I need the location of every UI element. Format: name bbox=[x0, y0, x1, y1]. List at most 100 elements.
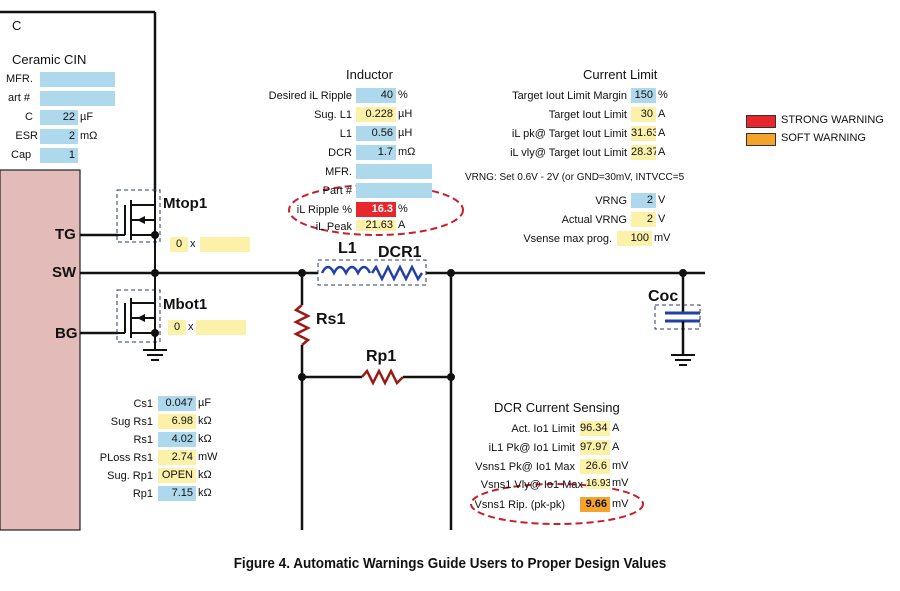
actual-vrng-value: 2 bbox=[631, 212, 656, 227]
inductor-value-dcr[interactable]: 1.7 bbox=[356, 145, 396, 160]
vrng-value[interactable]: 2 bbox=[631, 193, 656, 208]
inductor-label-il-ripple: iL Ripple % bbox=[296, 204, 352, 216]
cl-unit-ilpk: A bbox=[658, 127, 666, 139]
rs-unit-rs1: kΩ bbox=[198, 433, 212, 445]
strong-warning-highlight bbox=[288, 184, 464, 236]
strong-warning-label: STRONG WARNING bbox=[781, 114, 884, 126]
current-limit-title: Current Limit bbox=[583, 67, 658, 82]
soft-warning-swatch bbox=[746, 133, 776, 146]
mtop-count[interactable]: 0 bbox=[170, 237, 188, 252]
inductor-unit-il-ripple: % bbox=[398, 203, 408, 215]
inductor-label-part: Part # bbox=[322, 185, 352, 197]
dcr-label-il1-pk: iL1 Pk@ Io1 Limit bbox=[488, 442, 575, 454]
rs-label-cs1: Cs1 bbox=[133, 398, 153, 410]
cin-label-c: C bbox=[25, 111, 33, 123]
tg-pin-label: TG bbox=[55, 226, 76, 243]
mbot-mosfet-symbol bbox=[118, 273, 156, 350]
dcr-value-il1-pk: 97.97 bbox=[580, 440, 610, 455]
inductor-label-il-peak: iL Peak bbox=[315, 221, 352, 233]
l1-label: L1 bbox=[338, 240, 357, 257]
inductor-value-il-peak: 21.63 bbox=[356, 220, 396, 231]
rp1-left-dot bbox=[298, 373, 306, 381]
inductor-label-l1: L1 bbox=[339, 128, 352, 140]
inductor-value-sug-l1: 0.228 bbox=[356, 107, 396, 122]
dcr-value-vsns-vly: 16.93 bbox=[586, 479, 610, 489]
rs-unit-cs1: µF bbox=[198, 397, 212, 409]
inductor-unit-l1: µH bbox=[398, 127, 413, 139]
mbot-switch-box bbox=[116, 289, 161, 343]
dcr-value-vsns-pk: 26.6 bbox=[580, 459, 610, 474]
cl-unit-margin: % bbox=[658, 89, 668, 101]
rs-unit-rp1: kΩ bbox=[198, 487, 212, 499]
cl-value-ilpk: 31.63 bbox=[631, 126, 656, 141]
figure-caption: Figure 4. Automatic Warnings Guide Users… bbox=[233, 555, 667, 572]
strong-warning-swatch bbox=[746, 115, 776, 128]
rp1-resistor bbox=[361, 368, 404, 386]
inductor-value-l1[interactable]: 0.56 bbox=[356, 126, 396, 141]
mbot-part-field[interactable] bbox=[196, 320, 246, 335]
mtop-part-field[interactable] bbox=[200, 237, 250, 252]
cl-unit-ilvly: A bbox=[658, 146, 666, 158]
ic-label: C bbox=[12, 18, 22, 33]
rs-unit-sug-rp1: kΩ bbox=[198, 469, 212, 481]
vsense-max-label: Vsense max prog. bbox=[523, 233, 612, 245]
rs-value-sug-rs1: 6.98 bbox=[158, 414, 196, 429]
vrng-note: VRNG: Set 0.6V - 2V (or GND=30mV, INTVCC… bbox=[465, 172, 685, 183]
rs-unit-ploss: mW bbox=[198, 451, 218, 463]
cin-value-mfr[interactable] bbox=[40, 72, 115, 87]
mtop-switch-box bbox=[116, 189, 161, 243]
inductor-value-part[interactable] bbox=[356, 183, 432, 198]
rp1-label: Rp1 bbox=[366, 348, 397, 365]
dcr-unit-il1-pk: A bbox=[612, 441, 620, 453]
mtop-label: Mtop1 bbox=[163, 195, 208, 212]
cin-value-cap[interactable]: 1 bbox=[40, 148, 78, 163]
cl-label-margin: Target Iout Limit Margin bbox=[512, 90, 627, 102]
inductor-value-desired-ripple[interactable]: 40 bbox=[356, 88, 396, 103]
cin-unit-esr: mΩ bbox=[80, 130, 98, 142]
dcr1-label: DCR1 bbox=[378, 244, 422, 261]
sw-pin-label: SW bbox=[52, 264, 77, 281]
rs-value-rs1[interactable]: 4.02 bbox=[158, 432, 196, 447]
mbot-label: Mbot1 bbox=[163, 296, 208, 313]
cin-label-cap: Cap bbox=[11, 149, 32, 161]
rs1-resistor bbox=[293, 304, 311, 346]
rs-value-sug-rp1: OPEN bbox=[158, 468, 196, 483]
inductor-coil bbox=[320, 265, 372, 276]
rs1-label: Rs1 bbox=[316, 311, 346, 328]
dcr-unit-act-limit: A bbox=[612, 422, 620, 434]
mtop-mosfet-symbol bbox=[118, 192, 156, 273]
rs-label-rs1: Rs1 bbox=[133, 434, 153, 446]
rs-unit-sug-rs1: kΩ bbox=[198, 415, 212, 427]
cin-label-esr: ESR bbox=[15, 130, 38, 142]
inductor-label-dcr: DCR bbox=[328, 147, 352, 159]
dcr-unit-vsns-vly: mV bbox=[612, 477, 629, 489]
inductor-value-mfr[interactable] bbox=[356, 164, 432, 179]
rs-value-ploss: 2.74 bbox=[158, 450, 196, 465]
cl-unit-target: A bbox=[658, 108, 666, 120]
rs-value-cs1[interactable]: 0.047 bbox=[158, 396, 196, 411]
cin-value-c[interactable]: 22 bbox=[40, 110, 78, 125]
cin-unit-c: µF bbox=[80, 111, 94, 123]
cin-label-mfr: MFR. bbox=[6, 73, 33, 85]
cl-value-ilvly: 28.37 bbox=[631, 145, 656, 160]
soft-warning-highlight bbox=[470, 483, 644, 525]
vsense-max-unit: mV bbox=[654, 232, 671, 244]
mbot-x-label: x bbox=[188, 321, 194, 333]
cin-value-part[interactable] bbox=[40, 91, 115, 106]
dcr-unit-vsns-rip: mV bbox=[612, 498, 629, 510]
rs-label-sug-rp1: Sug. Rp1 bbox=[107, 470, 153, 482]
dcr-label-vsns-pk: Vsns1 Pk@ Io1 Max bbox=[475, 461, 575, 473]
mbot-count[interactable]: 0 bbox=[168, 320, 186, 335]
cin-value-esr[interactable]: 2 bbox=[40, 129, 78, 144]
sw-node-dot bbox=[151, 269, 159, 277]
inductor-unit-desired-ripple: % bbox=[398, 89, 408, 101]
dcr-value-vsns-rip: 9.66 bbox=[580, 497, 610, 512]
rs-value-rp1[interactable]: 7.15 bbox=[158, 486, 196, 501]
cl-value-target: 30 bbox=[631, 107, 656, 122]
vrng-unit: V bbox=[658, 194, 666, 206]
inductor-value-il-ripple: 16.3 bbox=[356, 202, 396, 217]
cin-label-part: art # bbox=[8, 92, 31, 104]
cl-label-ilpk: iL pk@ Target Iout Limit bbox=[511, 128, 627, 140]
cl-value-margin[interactable]: 150 bbox=[631, 88, 656, 103]
